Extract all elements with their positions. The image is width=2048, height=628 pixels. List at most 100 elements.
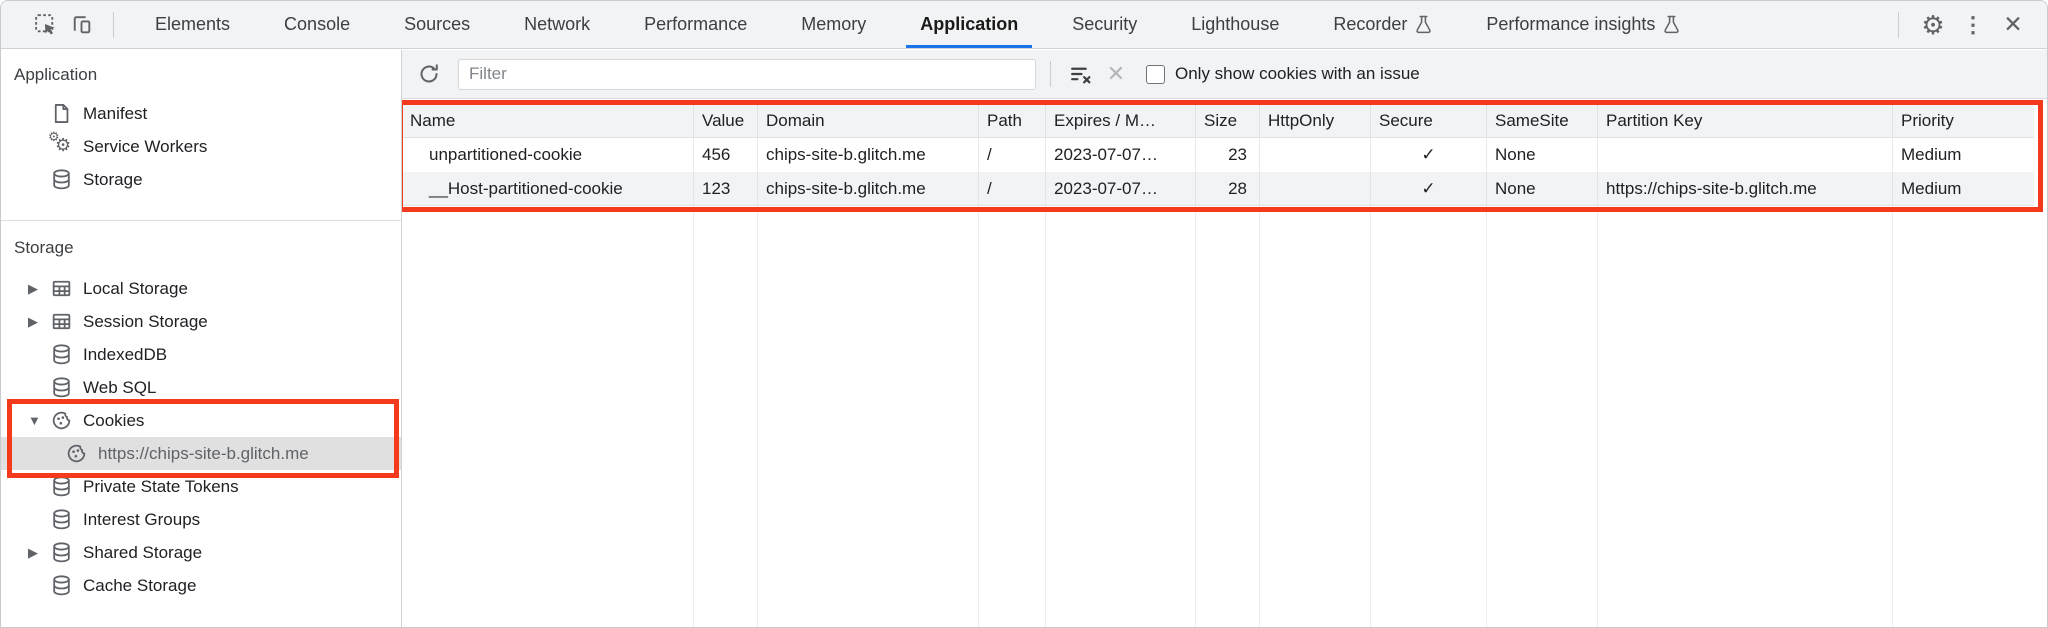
tab-lighthouse[interactable]: Lighthouse	[1191, 14, 1280, 34]
cookies-panel: ✕ Only show cookies with an issue Name V…	[402, 50, 2047, 627]
cookie-row-cell[interactable]	[1260, 172, 1371, 206]
cookie-row-cell[interactable]: 456	[694, 138, 758, 172]
table-icon	[49, 310, 73, 334]
chevron-right-icon[interactable]: ▶	[28, 544, 38, 560]
tab-console[interactable]: Console	[284, 14, 351, 34]
settings-gear-icon[interactable]: ⚙	[1921, 9, 1945, 40]
cookie-row-cell[interactable]: 28	[1196, 172, 1260, 206]
sidebar-item-private-state-tokens[interactable]: Private State Tokens	[1, 470, 401, 503]
refresh-icon[interactable]	[412, 57, 446, 91]
table-icon	[49, 277, 73, 301]
experiment-flask-icon	[1663, 15, 1680, 34]
toolbar-divider	[1050, 61, 1051, 87]
panel-tabs: Elements Console Sources Network Perform…	[128, 1, 1884, 48]
column-header-partition-key[interactable]: Partition Key	[1598, 104, 1893, 138]
chevron-right-icon[interactable]: ▶	[28, 313, 38, 329]
tabbar-right-controls: ⚙ ⋮ ✕	[1884, 7, 2047, 43]
tab-performance-insights[interactable]: Performance insights	[1459, 1, 1707, 48]
database-icon	[49, 508, 73, 532]
database-icon	[49, 475, 73, 499]
database-icon	[49, 343, 73, 367]
delete-all-cookies-icon[interactable]: ✕	[1106, 61, 1126, 86]
cookie-row-cell[interactable]	[1260, 138, 1371, 172]
inspect-element-icon[interactable]	[27, 7, 63, 43]
cookie-row-cell[interactable]: 23	[1196, 138, 1260, 172]
tab-memory[interactable]: Memory	[801, 14, 867, 34]
sidebar-item-cookies[interactable]: ▼ Cookies	[1, 404, 401, 437]
sidebar-item-cookie-origin[interactable]: https://chips-site-b.glitch.me	[1, 437, 401, 470]
column-header-priority[interactable]: Priority	[1893, 104, 2034, 138]
sidebar-item-manifest[interactable]: Manifest	[1, 97, 401, 130]
section-title-storage: Storage	[14, 238, 74, 257]
gears-icon: ⚙⚙	[48, 128, 72, 155]
database-icon	[49, 376, 73, 400]
sidebar-item-session-storage[interactable]: ▶ Session Storage	[1, 305, 401, 338]
cookie-row-cell[interactable]: Medium	[1901, 145, 1962, 164]
cookie-row-cell[interactable]: /	[979, 138, 1046, 172]
database-icon	[49, 541, 73, 565]
sidebar-item-service-workers[interactable]: ⚙⚙ Service Workers	[1, 128, 401, 163]
cookie-row-cell[interactable]: https://chips-site-b.glitch.me	[1598, 172, 1893, 206]
sidebar-item-local-storage[interactable]: ▶ Local Storage	[1, 272, 401, 305]
tab-application[interactable]: Application	[893, 1, 1045, 48]
tab-performance[interactable]: Performance	[644, 14, 748, 34]
cookie-row-cell[interactable]: chips-site-b.glitch.me	[758, 138, 979, 172]
application-sidebar: Application Manifest ⚙⚙ Service Workers	[1, 50, 402, 627]
cookie-row-cell[interactable]: /	[979, 172, 1046, 206]
column-header-secure[interactable]: Secure	[1371, 104, 1487, 138]
tab-elements[interactable]: Elements	[155, 14, 231, 34]
database-icon	[49, 168, 73, 192]
more-options-kebab-icon[interactable]: ⋮	[1962, 11, 1984, 37]
column-header-httponly[interactable]: HttpOnly	[1260, 104, 1371, 138]
tab-recorder[interactable]: Recorder	[1306, 1, 1459, 48]
only-show-issue-checkbox[interactable]	[1146, 64, 1165, 84]
cookie-table: Name Value Domain Path Expires / M… Size…	[402, 99, 2034, 627]
sidebar-item-cache-storage[interactable]: Cache Storage	[1, 569, 401, 602]
sidebar-item-shared-storage[interactable]: ▶ Shared Storage	[1, 536, 401, 569]
tab-sources[interactable]: Sources	[404, 14, 471, 34]
chevron-down-icon[interactable]: ▼	[28, 413, 41, 428]
chevron-right-icon[interactable]: ▶	[28, 280, 38, 296]
column-header-expires[interactable]: Expires / M…	[1046, 104, 1196, 138]
column-header-domain[interactable]: Domain	[758, 104, 979, 138]
column-header-samesite[interactable]: SameSite	[1487, 104, 1598, 138]
cookie-row-cell[interactable]: ✓	[1371, 138, 1487, 172]
tab-network[interactable]: Network	[524, 14, 591, 34]
toggle-device-toolbar-icon[interactable]	[63, 7, 99, 43]
cookie-row-cell[interactable]: __Host-partitioned-cookie	[402, 172, 694, 206]
sidebar-item-storage[interactable]: Storage	[1, 163, 401, 196]
column-header-name[interactable]: Name	[402, 104, 694, 138]
document-icon	[49, 102, 73, 126]
clear-filter-icon[interactable]	[1062, 57, 1098, 91]
cookie-row-cell[interactable]	[1598, 138, 1893, 172]
cookie-row-cell[interactable]: chips-site-b.glitch.me	[758, 172, 979, 206]
only-show-issue-label: Only show cookies with an issue	[1175, 64, 1420, 83]
cookie-row-cell[interactable]: 2023-07-07…	[1046, 138, 1196, 172]
sidebar-item-indexeddb[interactable]: IndexedDB	[1, 338, 401, 371]
tabbar-divider	[113, 11, 114, 38]
cookie-row-cell[interactable]: ✓	[1371, 172, 1487, 206]
sidebar-item-web-sql[interactable]: Web SQL	[1, 371, 401, 404]
cookie-row-cell[interactable]: None	[1487, 138, 1598, 172]
cookies-toolbar: ✕ Only show cookies with an issue	[402, 50, 2047, 99]
column-header-value[interactable]: Value	[694, 104, 758, 138]
cookie-row-cell[interactable]: 2023-07-07…	[1046, 172, 1196, 206]
tab-security[interactable]: Security	[1072, 14, 1138, 34]
column-header-size[interactable]: Size	[1196, 104, 1260, 138]
cookie-icon	[64, 442, 88, 466]
section-title-application: Application	[14, 65, 98, 84]
close-devtools-icon[interactable]: ✕	[2003, 11, 2023, 37]
cookie-icon	[49, 409, 73, 433]
storage-tree: ▶ Local Storage ▶ Session Storage	[1, 272, 401, 602]
filter-input[interactable]	[458, 58, 1036, 90]
column-header-path[interactable]: Path	[979, 104, 1046, 138]
cookie-row-cell[interactable]: Medium	[1893, 172, 2034, 206]
tabbar-divider	[1898, 11, 1899, 38]
cookie-row-cell[interactable]: None	[1487, 172, 1598, 206]
cookie-row-cell[interactable]: unpartitioned-cookie	[402, 138, 694, 172]
sidebar-item-interest-groups[interactable]: Interest Groups	[1, 503, 401, 536]
cookie-row-cell[interactable]: 123	[694, 172, 758, 206]
application-tree: Manifest ⚙⚙ Service Workers Storage	[1, 97, 401, 196]
database-icon	[49, 574, 73, 598]
